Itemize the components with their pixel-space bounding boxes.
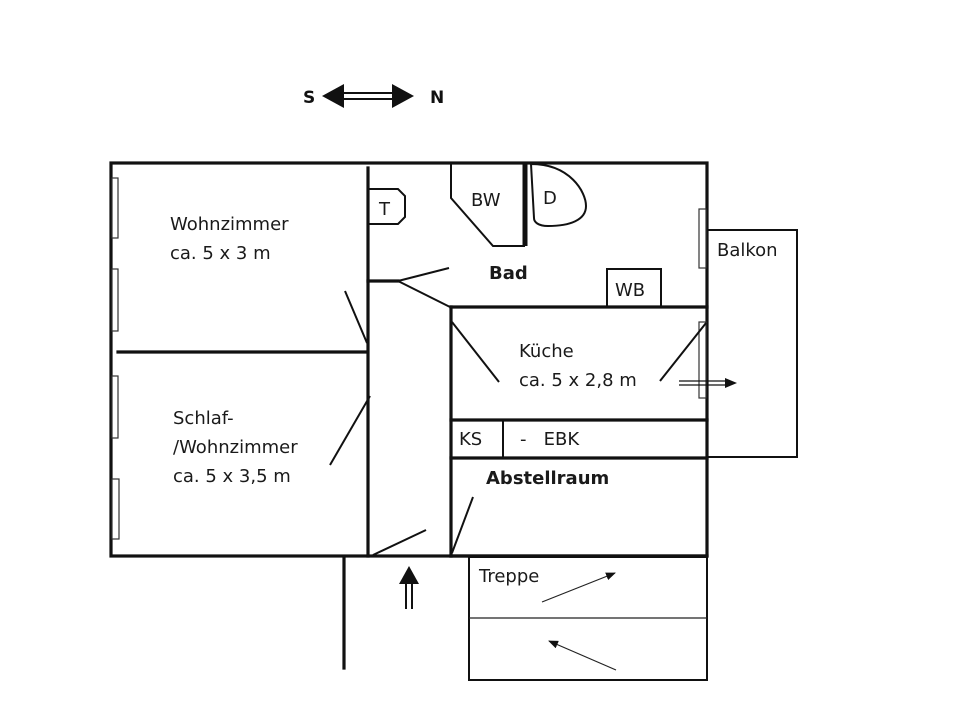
door-bad-leaf xyxy=(397,267,450,282)
fridge-label: KS xyxy=(459,429,482,450)
kitchen-label: - EBK xyxy=(520,429,580,450)
door-bad-jamb xyxy=(397,280,451,308)
wohnzimmer-size: ca. 5 x 3 m xyxy=(170,243,271,264)
kueche-size: ca. 5 x 2,8 m xyxy=(519,370,637,391)
washbasin-label: WB xyxy=(615,280,645,301)
washbasin: WB xyxy=(606,268,662,308)
window-3 xyxy=(111,375,119,439)
door-entrance xyxy=(372,529,427,556)
schlafzimmer-name-line2: /Wohnzimmer xyxy=(173,437,298,458)
door-kueche xyxy=(451,321,500,383)
windows-left xyxy=(111,177,120,540)
door-balkon xyxy=(659,322,707,382)
abstellraum-name: Abstellraum xyxy=(486,468,609,489)
kitchen-row: KS - EBK xyxy=(459,420,580,458)
entrance-arrow-icon xyxy=(399,566,419,609)
window-kueche xyxy=(698,321,707,399)
bathtub: BW xyxy=(450,164,528,247)
stair-arrow-up-icon xyxy=(541,572,616,603)
toilet-label: T xyxy=(378,199,391,220)
compass: S N xyxy=(303,84,444,108)
compass-south-label: S xyxy=(303,88,315,108)
outer-walls xyxy=(109,161,709,558)
doors xyxy=(329,267,707,556)
kueche-name: Küche xyxy=(519,341,574,362)
door-abstellraum xyxy=(451,496,474,554)
wohnzimmer-name: Wohnzimmer xyxy=(170,214,289,235)
stair-arrow-down-icon xyxy=(548,640,617,671)
bathtub-label: BW xyxy=(471,190,501,211)
window-2 xyxy=(111,268,119,332)
balkon-access-arrow-icon xyxy=(679,378,737,388)
double-arrow-icon xyxy=(322,84,414,108)
balkon-label: Balkon xyxy=(717,240,778,261)
treppe: Treppe xyxy=(468,556,708,681)
shower: D xyxy=(529,162,588,228)
schlafzimmer-name-line1: Schlaf- xyxy=(173,408,234,429)
window-1 xyxy=(111,177,119,239)
window-bad xyxy=(698,208,707,269)
toilet: T xyxy=(369,188,406,225)
balkon: Balkon xyxy=(679,229,798,458)
schlafzimmer-size: ca. 5 x 3,5 m xyxy=(173,466,291,487)
treppe-label: Treppe xyxy=(478,566,539,587)
bad-name: Bad xyxy=(489,263,528,284)
shower-label: D xyxy=(543,188,557,209)
door-schlafzimmer xyxy=(329,395,371,466)
window-4 xyxy=(111,478,120,540)
compass-north-label: N xyxy=(430,88,444,108)
door-wohnzimmer xyxy=(344,290,368,344)
